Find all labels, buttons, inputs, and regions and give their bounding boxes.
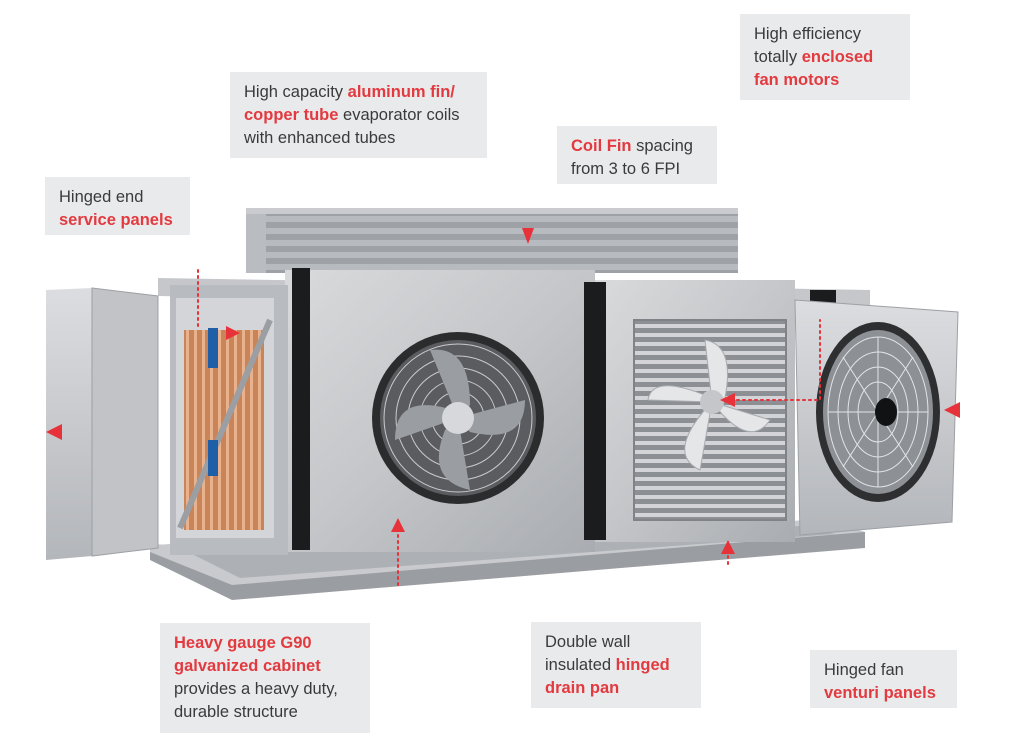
callout-highlight-text: enclosed (801, 48, 874, 66)
callout-line: High efficiency (754, 23, 896, 46)
callout-coils: High capacity aluminum fin/copper tube e… (230, 72, 487, 158)
callout-line: provides a heavy duty, (174, 678, 356, 701)
left-fan (372, 332, 544, 504)
callout-line: totally enclosed (754, 46, 896, 69)
coil-block (246, 208, 738, 273)
callout-line: insulated hinged (545, 654, 687, 677)
callout-drain-pan: Double wall insulated hinged drain pan (531, 622, 701, 708)
exposed-coil (176, 298, 274, 538)
callout-text: with enhanced tubes (244, 129, 396, 147)
callout-text: durable structure (174, 703, 298, 721)
callout-fan-motors: High efficiency totally enclosed fan motor… (740, 14, 910, 100)
callout-line: High capacity aluminum fin/ (244, 81, 473, 104)
callout-text: High efficiency (754, 25, 862, 43)
callout-line: fan motors (754, 69, 896, 92)
callout-line: Hinged end (59, 186, 176, 209)
callout-highlight-text: Heavy gauge G90 (174, 634, 312, 652)
callout-text: totally (754, 48, 802, 66)
callout-line: Double wall (545, 631, 687, 654)
callout-line: service panels (59, 209, 176, 232)
callout-cabinet: Heavy gauge G90 galvanized cabinet provide… (160, 623, 370, 733)
callout-text: Double wall (545, 633, 631, 651)
callout-line: drain pan (545, 677, 687, 700)
callout-coil-fin: Coil Fin spacing from 3 to 6 FPI (557, 126, 717, 184)
callout-line: from 3 to 6 FPI (571, 158, 703, 181)
callout-text: insulated (545, 656, 616, 674)
callout-service-panels: Hinged end service panels (45, 177, 190, 235)
callout-highlight-text: venturi panels (824, 684, 936, 702)
callout-text: provides a heavy duty, (174, 680, 338, 698)
callout-highlight-text: aluminum fin/ (347, 83, 455, 101)
callout-line: galvanized cabinet (174, 655, 356, 678)
callout-line: durable structure (174, 701, 356, 724)
callout-text: Hinged fan (824, 661, 904, 679)
callout-highlight-text: hinged (615, 656, 670, 674)
callout-highlight-text: Coil Fin (571, 137, 632, 155)
pointer-markers (46, 228, 960, 586)
callout-venturi: Hinged fan venturi panels (810, 650, 957, 708)
left-end-panel (46, 287, 159, 560)
middle-louver-section (633, 319, 787, 521)
callout-line: venturi panels (824, 682, 943, 705)
callout-text: spacing (631, 137, 693, 155)
callout-line: Hinged fan (824, 659, 943, 682)
callout-highlight-text: service panels (59, 211, 173, 229)
right-venturi-door (794, 299, 959, 536)
callout-line: Coil Fin spacing (571, 135, 703, 158)
callout-text: Hinged end (59, 188, 144, 206)
callout-text: High capacity (244, 83, 348, 101)
callout-highlight-text: galvanized cabinet (174, 657, 321, 675)
callout-highlight-text: copper tube (244, 106, 339, 124)
callout-text: evaporator coils (338, 106, 460, 124)
callout-line: with enhanced tubes (244, 127, 473, 150)
callout-text: from 3 to 6 FPI (571, 160, 681, 178)
callout-highlight-text: fan motors (754, 71, 840, 89)
callout-line: copper tube evaporator coils (244, 104, 473, 127)
callout-highlight-text: drain pan (545, 679, 620, 697)
callout-line: Heavy gauge G90 (174, 632, 356, 655)
